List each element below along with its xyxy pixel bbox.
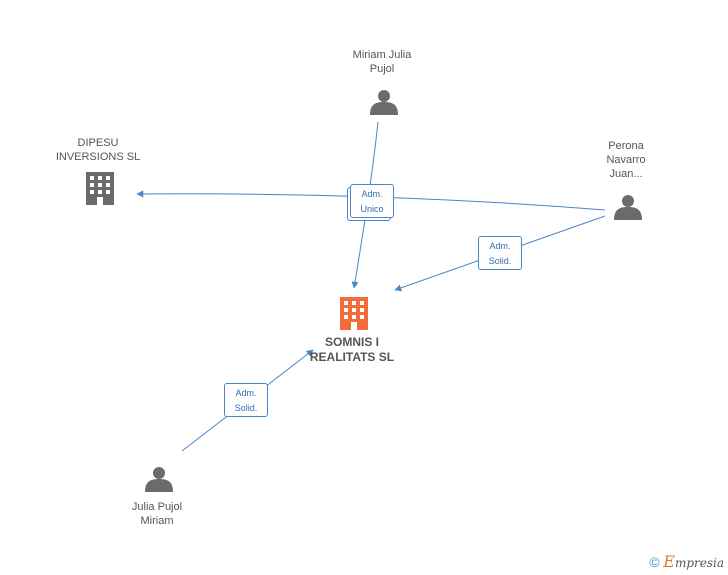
role-label-line: Solid. xyxy=(234,403,258,413)
role-label-line: Solid. xyxy=(488,256,512,266)
main-company-building-icon[interactable] xyxy=(340,297,368,330)
role-label-line: Adm. xyxy=(235,388,257,398)
node-label-dipesu-inversions[interactable]: DIPESU INVERSIONS SL xyxy=(42,136,154,164)
role-label-line: Adm. xyxy=(489,241,511,251)
node-label-miriam-julia-pujol[interactable]: Miriam Julia Pujol xyxy=(332,48,432,76)
person-icon[interactable] xyxy=(370,90,398,115)
brand-name: mpresia xyxy=(674,556,724,570)
node-label-line: DIPESU xyxy=(77,137,119,149)
node-label-somnis-realitats[interactable]: SOMNIS I REALITATS SL xyxy=(295,335,409,365)
brand-logo: Empresia xyxy=(663,552,724,571)
person-icon[interactable] xyxy=(145,467,173,492)
role-box-adm-unico[interactable]: Adm. Unico xyxy=(350,184,394,218)
empresia-watermark: © Empresia xyxy=(649,552,724,571)
node-label-line: SOMNIS I xyxy=(324,335,379,349)
role-box-adm-solid-left[interactable]: Adm. Solid. xyxy=(224,383,268,417)
node-label-line: INVERSIONS SL xyxy=(55,151,141,163)
node-label-julia-pujol-miriam[interactable]: Julia Pujol Miriam xyxy=(112,500,202,528)
role-box-adm-solid-right[interactable]: Adm. Solid. xyxy=(478,236,522,270)
building-icon[interactable] xyxy=(86,172,114,205)
node-label-line: Navarro xyxy=(606,154,646,166)
person-icon[interactable] xyxy=(614,195,642,220)
role-label-line: Unico xyxy=(360,204,384,214)
node-label-line: Miriam xyxy=(140,515,174,527)
role-label-line: Adm. xyxy=(361,189,383,199)
brand-initial: E xyxy=(663,552,675,571)
node-label-line: Juan... xyxy=(609,168,643,180)
node-label-line: Julia Pujol xyxy=(131,501,183,513)
node-label-line: Miriam Julia xyxy=(352,49,412,61)
node-label-perona-navarro[interactable]: Perona Navarro Juan... xyxy=(588,139,664,181)
node-label-line: Pujol xyxy=(369,63,395,75)
node-label-line: REALITATS SL xyxy=(309,350,395,364)
copyright-icon: © xyxy=(649,554,660,570)
node-label-line: Perona xyxy=(608,140,644,152)
